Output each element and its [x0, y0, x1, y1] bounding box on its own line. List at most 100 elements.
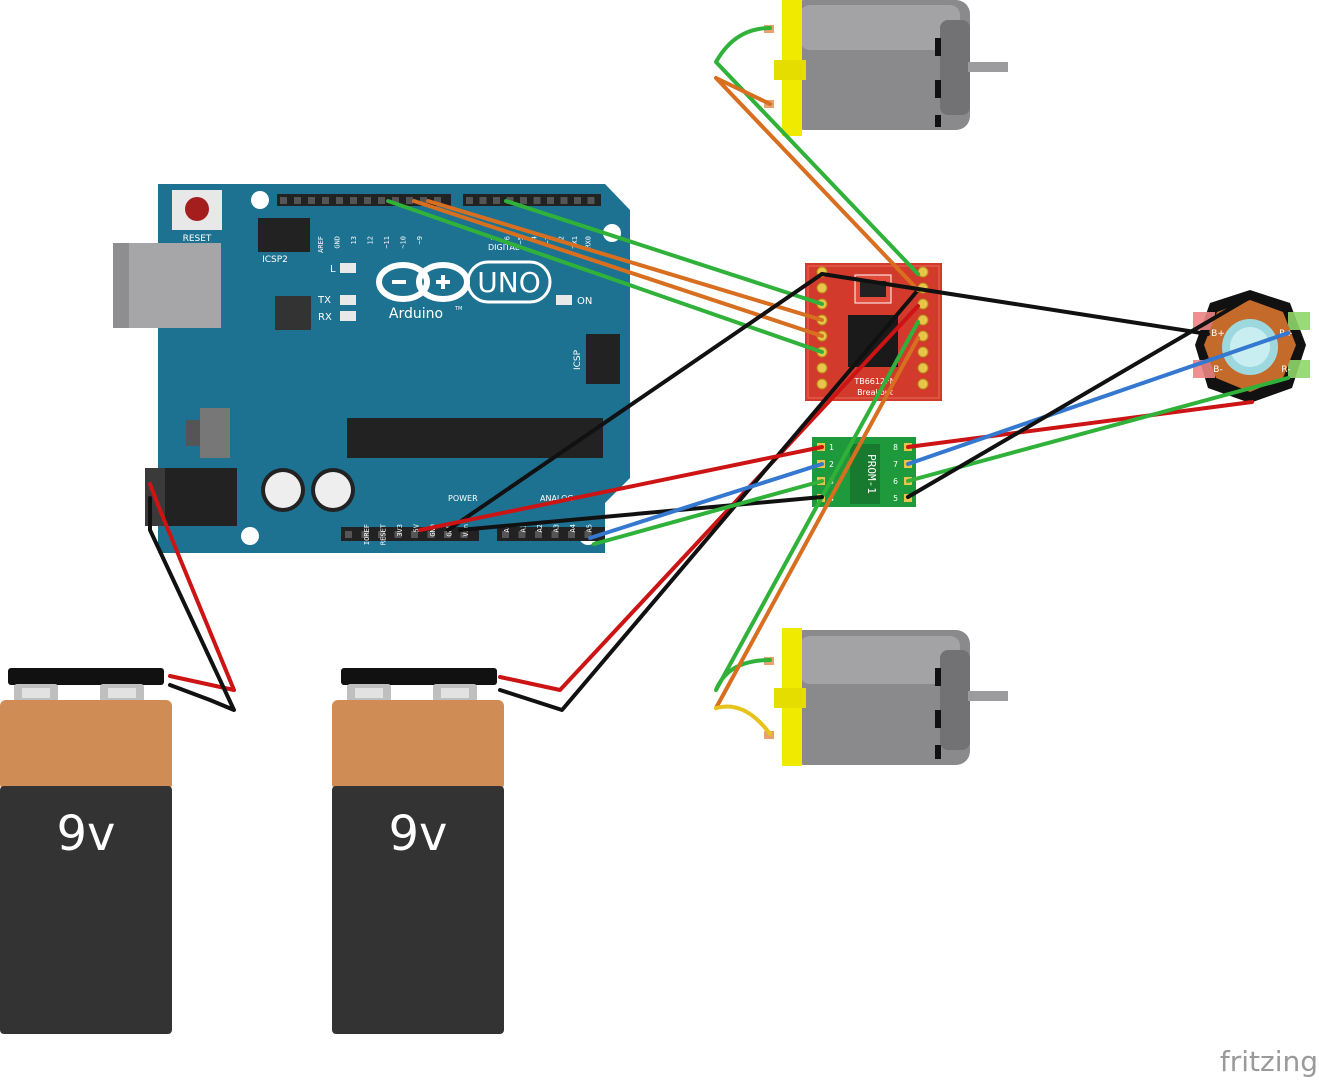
header-pin [568, 531, 575, 538]
led-l-label: L [330, 264, 336, 275]
header-pin [587, 197, 595, 204]
header-pin-label: TX1 [571, 236, 579, 249]
header-pin [411, 531, 418, 538]
header-pin [444, 531, 451, 538]
header-pin-label: RESET [380, 523, 388, 545]
header-pin [361, 531, 369, 538]
eeprom-pin-label: 7 [893, 460, 898, 469]
wire-motor-bottom-green [714, 320, 920, 692]
led-tx-label: TX [317, 295, 331, 306]
driver-pin [917, 314, 929, 326]
power-label: POWER [448, 494, 478, 503]
uno-label: UNO [477, 266, 540, 299]
header-pin [322, 197, 329, 204]
icsp2-label: ICSP2 [262, 255, 288, 265]
header-pin [560, 197, 568, 204]
wire-battery-left-red [148, 482, 236, 692]
header-pin-label: A3 [553, 524, 561, 532]
header-pin [364, 197, 371, 204]
eeprom-pin-label: 8 [893, 443, 898, 452]
wire-exp6-green [906, 376, 1290, 483]
header-pin-label: 12 [367, 236, 375, 244]
tm-label: TM [454, 306, 462, 312]
battery-right-label: 9v [389, 806, 448, 862]
wire-motor-bottom-orange [714, 336, 920, 710]
header-pin [479, 197, 487, 204]
battery-9v-right: 9v [332, 668, 504, 1034]
eeprom-pin-label: 2 [829, 460, 834, 469]
wire-motor-top-green [714, 26, 920, 276]
driver-pin [917, 298, 929, 310]
icsp-label: ICSP [573, 349, 583, 370]
driver-pin [917, 362, 929, 374]
header-pin [502, 531, 509, 538]
led-rx-label: RX [318, 312, 332, 323]
wire-d8-orange [426, 199, 824, 322]
brand-label: Arduino [389, 306, 443, 322]
wire-exp5-black [906, 294, 1254, 499]
driver-pin [917, 330, 929, 342]
header-pin [392, 197, 399, 204]
battery-9v-left: 9v [0, 668, 172, 1034]
header-pin-label: 13 [350, 236, 358, 244]
header-pin [378, 197, 385, 204]
header-pin [520, 197, 527, 204]
dc-motor-bottom [764, 628, 1008, 766]
header-pin [280, 197, 287, 204]
header-pin-label: GND [334, 236, 342, 249]
wire-battery-right-black [498, 288, 920, 712]
header-pin-label: 3V3 [396, 524, 404, 537]
led-on-label: ON [577, 296, 592, 307]
led-pin-r-minus: R- [1281, 365, 1290, 375]
header-pin-label: A0 [503, 524, 511, 532]
header-pin-label: RX0 [585, 236, 593, 249]
header-pin-label: ~11 [383, 236, 391, 249]
header-pin-label: ~6 [504, 236, 512, 244]
fritzing-watermark: fritzing [1220, 1045, 1318, 1078]
wire-gnd-black-driver [446, 272, 824, 532]
reset-label: RESET [183, 234, 212, 244]
wire-d5-green [504, 199, 824, 306]
eeprom-pin-label: 1 [829, 443, 834, 452]
header-pin-label: A2 [536, 524, 544, 532]
header-pin-label: 4 [531, 236, 539, 240]
header-pin-label: ~9 [416, 236, 424, 244]
header-pin-label: IOREF [363, 524, 371, 545]
header-pin [308, 197, 315, 204]
wire-d10-green [386, 199, 824, 354]
header-pin [535, 531, 542, 538]
arduino-uno-board: RESET ICSP2 ICSP UNO Arduino TM L [113, 184, 630, 553]
wire-a5-green [592, 479, 824, 546]
wire-exp7-blue [906, 331, 1290, 466]
driver-pin [816, 282, 828, 294]
driver-pin [917, 266, 929, 278]
eeprom-label: PROM-1 [865, 454, 878, 494]
header-pin [460, 531, 468, 538]
driver-pin [917, 346, 929, 358]
driver-pin [816, 362, 828, 374]
driver-pin [917, 378, 929, 390]
wire-motor-bottom-yellow [714, 704, 772, 736]
header-pin-label: 2 [558, 236, 566, 240]
digital-label: DIGITAL [488, 243, 520, 252]
header-pin [518, 531, 526, 538]
header-pin-label: 5V [413, 523, 421, 532]
header-pin [551, 531, 559, 538]
wire-battery-right-red [498, 304, 920, 692]
header-pin [336, 197, 343, 204]
analog-label: ANALOG [540, 494, 574, 503]
wire-a4-blue [588, 462, 824, 540]
battery-left-label: 9v [57, 806, 116, 862]
driver-pin [816, 378, 828, 390]
header-pin [466, 197, 473, 204]
header-pin [394, 531, 402, 538]
header-pin-label: GND [429, 524, 437, 537]
dc-motor-top [764, 0, 1008, 136]
header-pin [584, 531, 592, 538]
header-pin [493, 197, 500, 204]
header-pin-label: A1 [520, 524, 528, 532]
wires [148, 26, 1290, 736]
eeprom-pin-label: 5 [893, 494, 898, 503]
